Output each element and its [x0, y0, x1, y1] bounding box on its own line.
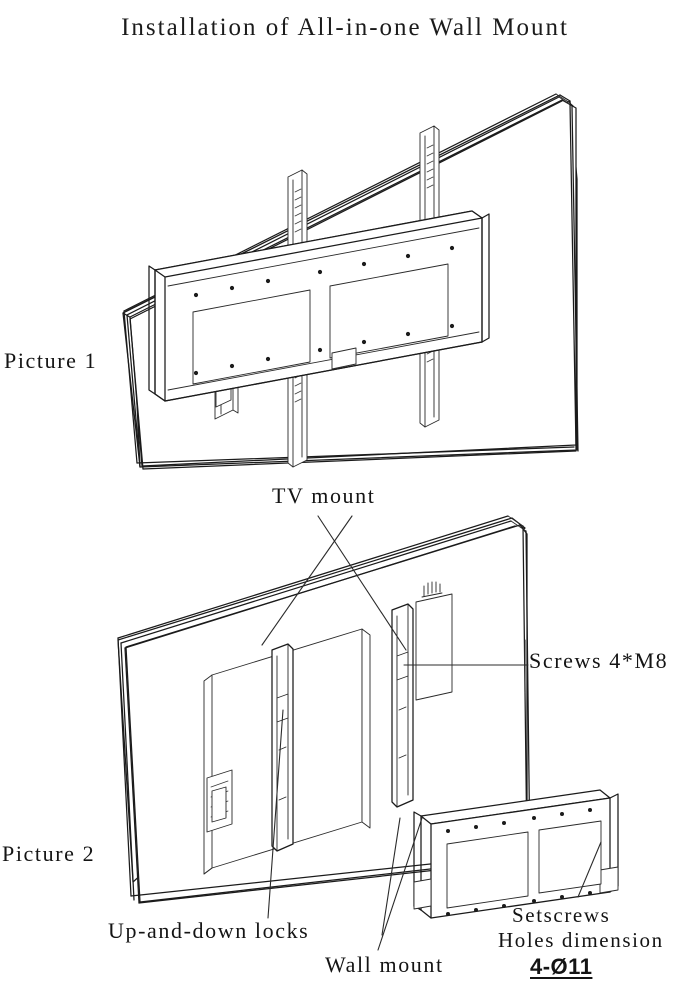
callout-holes-dimension: Holes dimension: [498, 928, 664, 952]
wall-mount-bar-picture-1: [148, 210, 490, 402]
callout-setscrews: Setscrews: [512, 903, 611, 927]
caption-picture-1: Picture 1: [4, 348, 98, 373]
picture-1-diagram: [122, 93, 579, 470]
screw-thread-detail: [415, 581, 453, 701]
side-port-detail-picture-2: [206, 769, 233, 833]
page-title: Installation of All-in-one Wall Mount: [121, 14, 569, 41]
callout-tv-mount: TV mount: [272, 483, 376, 508]
callout-wall-mount: Wall mount: [325, 952, 444, 977]
callout-holes-dimension-code: 4-Ø11: [530, 954, 593, 979]
wall-mount-bar-picture-2: [413, 789, 619, 919]
caption-picture-2: Picture 2: [2, 841, 96, 866]
callout-up-and-down-locks: Up-and-down locks: [108, 918, 310, 943]
picture-2-diagram: [117, 515, 619, 919]
callout-screws: Screws 4*M8: [529, 648, 669, 673]
